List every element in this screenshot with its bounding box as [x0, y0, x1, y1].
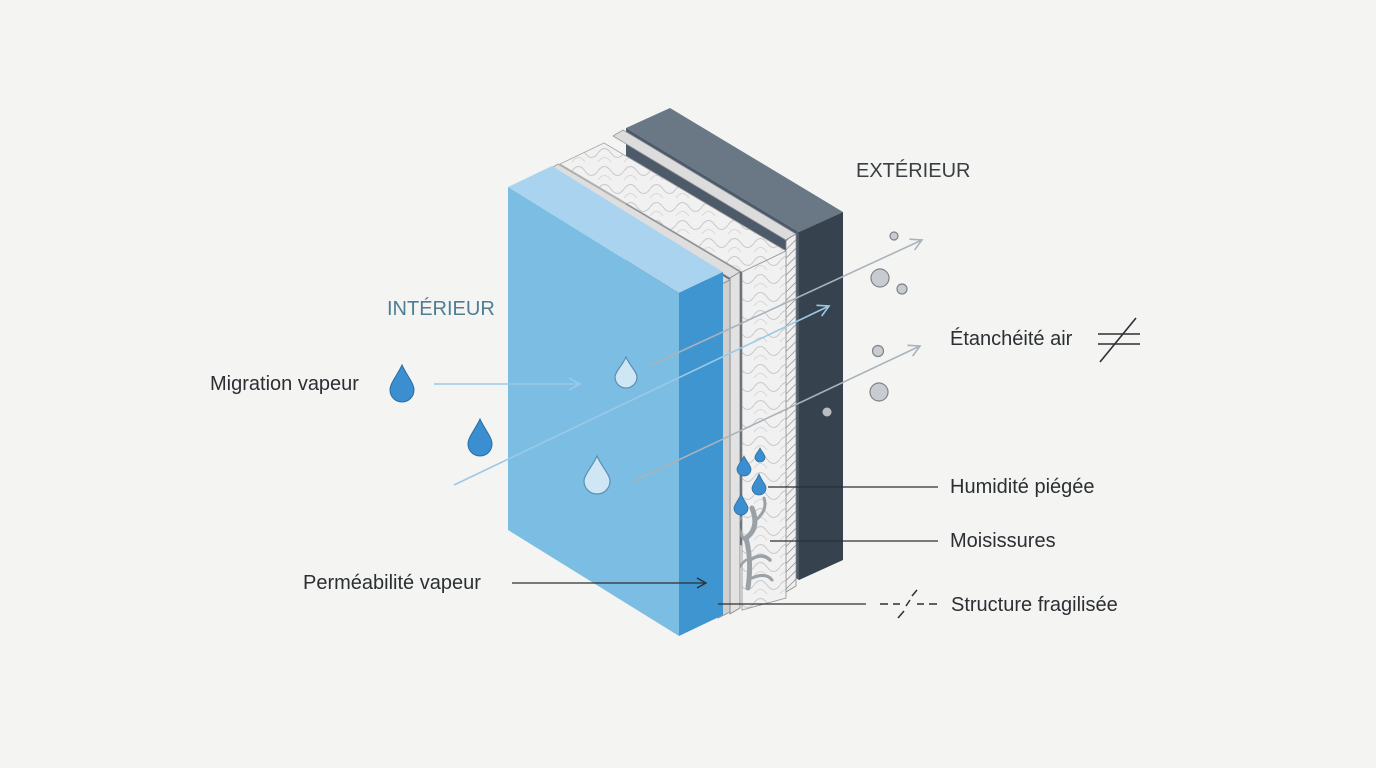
mold-label: Moisissures: [950, 530, 1056, 552]
broken-line-icon: [880, 589, 937, 619]
water-drop-icon: [389, 363, 493, 457]
not-equal-icon: [1098, 317, 1140, 363]
vapor-migration-label: Migration vapeur: [210, 373, 359, 395]
interior-panel-layer: [508, 166, 723, 636]
vapor-permeability-label: Perméabilité vapeur: [303, 572, 481, 594]
airtightness-label: Étanchéité air: [950, 328, 1073, 350]
vapor-flow-arrows: [434, 238, 924, 486]
exterior-label: EXTÉRIEUR: [856, 160, 971, 182]
trapped-moisture-drops: [733, 447, 767, 516]
air-bubbles: [869, 231, 908, 402]
callout-lines: [512, 486, 938, 605]
interior-label: INTÉRIEUR: [387, 298, 495, 320]
panel-water-drops: [583, 355, 638, 495]
weakened-structure-label: Structure fragilisée: [951, 594, 1118, 616]
insulation-layer: [559, 142, 787, 611]
trapped-moisture-label: Humidité piégée: [950, 476, 1095, 498]
